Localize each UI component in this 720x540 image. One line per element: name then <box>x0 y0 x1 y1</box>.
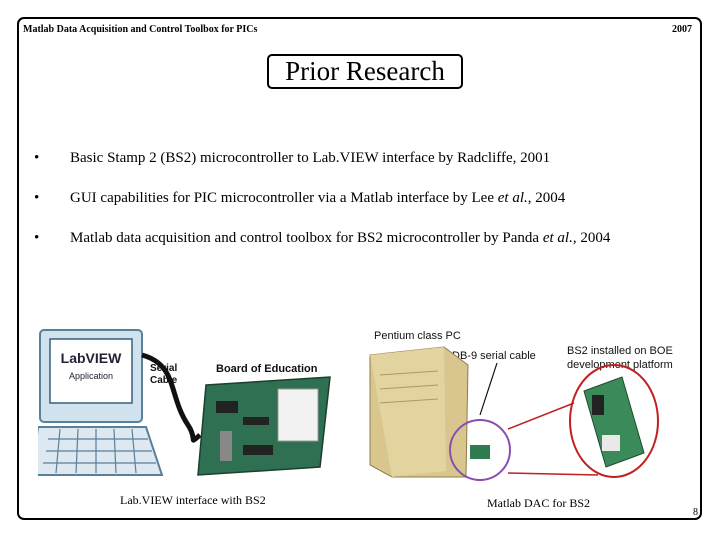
matlab-dac-figure: Pentium class PC DB-9 serial cable BS2 i… <box>369 330 673 481</box>
application-label: Application <box>69 371 113 381</box>
pc-label: Pentium class PC <box>374 330 461 342</box>
slide-frame <box>17 17 702 520</box>
bullet-item: •Basic Stamp 2 (BS2) microcontroller to … <box>34 150 551 166</box>
serial-label: Serial <box>150 363 177 374</box>
slide-title: Prior Research <box>267 54 463 89</box>
board-label: Board of Education <box>216 363 318 375</box>
cable-label-right: DB-9 serial cable <box>452 350 536 362</box>
bullet-item: •GUI capabilities for PIC microcontrolle… <box>34 190 566 206</box>
right-caption: Matlab DAC for BS2 <box>487 496 590 510</box>
labview-bs2-figure: LabVIEW Application Serial Cable Board o… <box>38 329 331 476</box>
labview-label: LabVIEW <box>61 350 122 366</box>
bullet-list: •Basic Stamp 2 (BS2) microcontroller to … <box>34 148 610 268</box>
bullet-dot: • <box>34 150 40 166</box>
cable-label: Cable <box>150 375 178 386</box>
bullet-item: •Matlab data acquisition and control too… <box>34 230 611 246</box>
bs2-label-1: BS2 installed on BOE <box>567 345 673 357</box>
header-year: 2007 <box>672 24 692 35</box>
slide-number: 8 <box>693 507 698 518</box>
bullet-dot: • <box>34 190 40 206</box>
left-caption: Lab.VIEW interface with BS2 <box>120 493 266 507</box>
bullet-dot: • <box>34 230 40 246</box>
header-title: Matlab Data Acquisition and Control Tool… <box>23 24 258 35</box>
